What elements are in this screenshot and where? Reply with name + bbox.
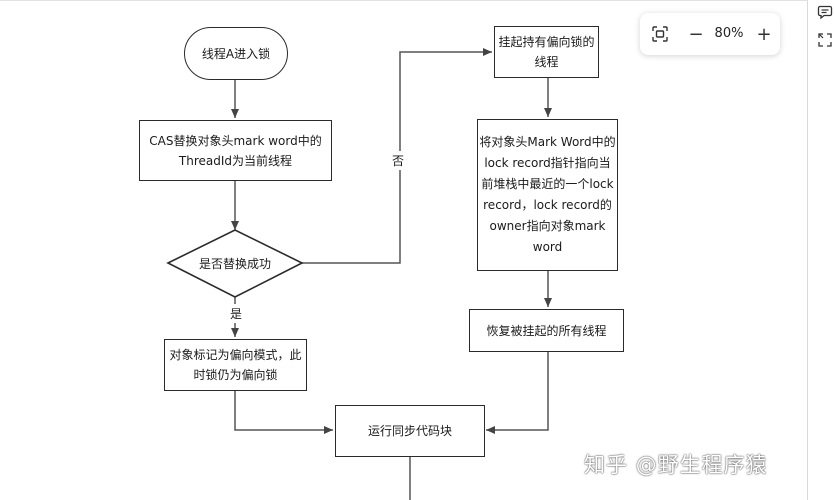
- decision-label: 是否替换成功: [198, 257, 271, 271]
- suspend-holder-node[interactable]: 挂起持有偏向锁的 线程: [494, 26, 599, 78]
- point-record-label: 将对象头Mark Word中的 lock record指针指向当 前堆栈中最近的…: [479, 135, 616, 254]
- yes-label: 是: [228, 304, 245, 323]
- start-node[interactable]: 线程A进入锁: [184, 27, 288, 80]
- no-label: 否: [390, 151, 407, 170]
- fit-screen-button[interactable]: [648, 22, 672, 46]
- diagram-canvas: [0, 0, 808, 500]
- zoom-level: 80%: [714, 26, 744, 41]
- resume-threads-node[interactable]: 恢复被挂起的所有线程: [469, 309, 624, 352]
- edge-resume-to-run: [486, 351, 549, 434]
- fit-screen-icon: [652, 26, 668, 42]
- run-sync-node[interactable]: 运行同步代码块: [335, 405, 485, 457]
- suspend-holder-label: 挂起持有偏向锁的 线程: [498, 35, 595, 69]
- cas-replace-node[interactable]: CAS替换对象头mark word中的 ThreadId为当前线程: [139, 120, 332, 181]
- edge-mark-to-run: [234, 390, 333, 434]
- minus-icon: −: [688, 23, 704, 45]
- right-toolbar: [809, 0, 834, 500]
- run-sync-label: 运行同步代码块: [367, 424, 452, 438]
- plus-icon: +: [756, 23, 772, 45]
- zoom-in-button[interactable]: +: [752, 22, 776, 46]
- resume-threads-label: 恢复被挂起的所有线程: [486, 323, 607, 338]
- fullscreen-icon[interactable]: [817, 32, 833, 48]
- decision-diamond: [166, 229, 304, 298]
- start-node-label: 线程A进入锁: [201, 46, 271, 61]
- watermark: 知乎 @野生程序猿: [584, 453, 768, 477]
- zoom-toolbar: − 80% +: [640, 13, 780, 55]
- cas-replace-label: CAS替换对象头mark word中的 ThreadId为当前线程: [149, 133, 322, 168]
- point-record-node[interactable]: 将对象头Mark Word中的 lock record指针指向当 前堆栈中最近的…: [477, 119, 618, 271]
- zoom-out-button[interactable]: −: [684, 22, 708, 46]
- mark-biased-node[interactable]: 对象标记为偏向模式，此 时锁仍为偏向锁: [164, 339, 307, 391]
- comment-icon[interactable]: [817, 4, 833, 20]
- mark-biased-label: 对象标记为偏向模式，此 时锁仍为偏向锁: [169, 348, 302, 382]
